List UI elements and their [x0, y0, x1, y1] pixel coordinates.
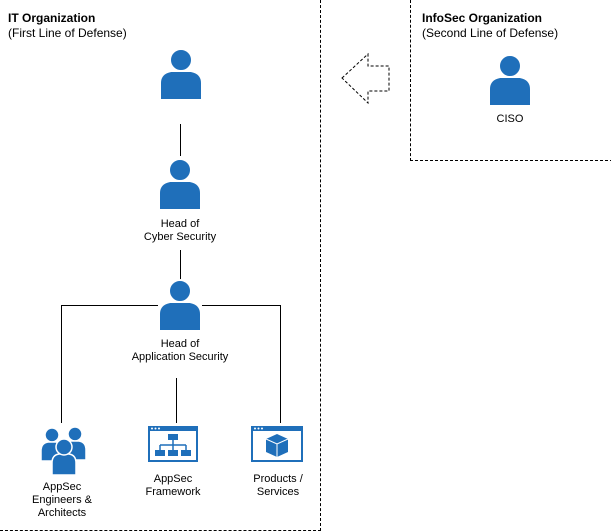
engineers-line-3: Architects [37, 507, 87, 519]
it-organization-title: IT Organization [8, 11, 96, 25]
person-icon [488, 54, 532, 107]
ciso-label: CISO [497, 113, 524, 126]
cube-window-icon [251, 426, 303, 462]
framework-line-2: Framework [145, 486, 201, 498]
engineers-line-1: AppSec [42, 481, 82, 493]
head-appsec-line-1: Head of [160, 338, 200, 350]
products-services-label: Products / Services [253, 473, 303, 499]
head-appsec-line-2: Application Security [131, 351, 229, 363]
appsec-framework-label: AppSec Framework [145, 473, 200, 499]
framework-line-1: AppSec [153, 473, 193, 485]
products-line-1: Products / [253, 473, 303, 485]
head-application-security-label: Head of Application Security [132, 338, 229, 364]
dashed-left-arrow [341, 52, 390, 105]
infosec-organization-title: InfoSec Organization [422, 11, 543, 25]
person-icon [158, 279, 202, 332]
person-icon [158, 158, 202, 211]
infosec-organization-box [410, 0, 611, 161]
infosec-organization-subtitle: (Second Line of Defense) [422, 26, 559, 40]
it-organization-subtitle: (First Line of Defense) [8, 26, 127, 40]
head-cyber-security-label: Head of Cyber Security [144, 218, 216, 244]
connector-appsec-to-products [202, 305, 281, 423]
head-cyber-line-2: Cyber Security [143, 231, 217, 243]
person-icon [159, 48, 203, 101]
head-cyber-line-1: Head of [160, 218, 200, 230]
appsec-engineers-label: AppSec Engineers & Architects [32, 481, 92, 520]
hierarchy-window-icon [148, 426, 198, 462]
people-group-icon [40, 426, 87, 475]
it-organization-box [0, 0, 321, 531]
connector-appsec-to-engineers [61, 305, 158, 423]
engineers-line-2: Engineers & [32, 494, 92, 506]
ciso-label-line: CISO [496, 113, 524, 125]
products-line-2: Services [256, 486, 300, 498]
